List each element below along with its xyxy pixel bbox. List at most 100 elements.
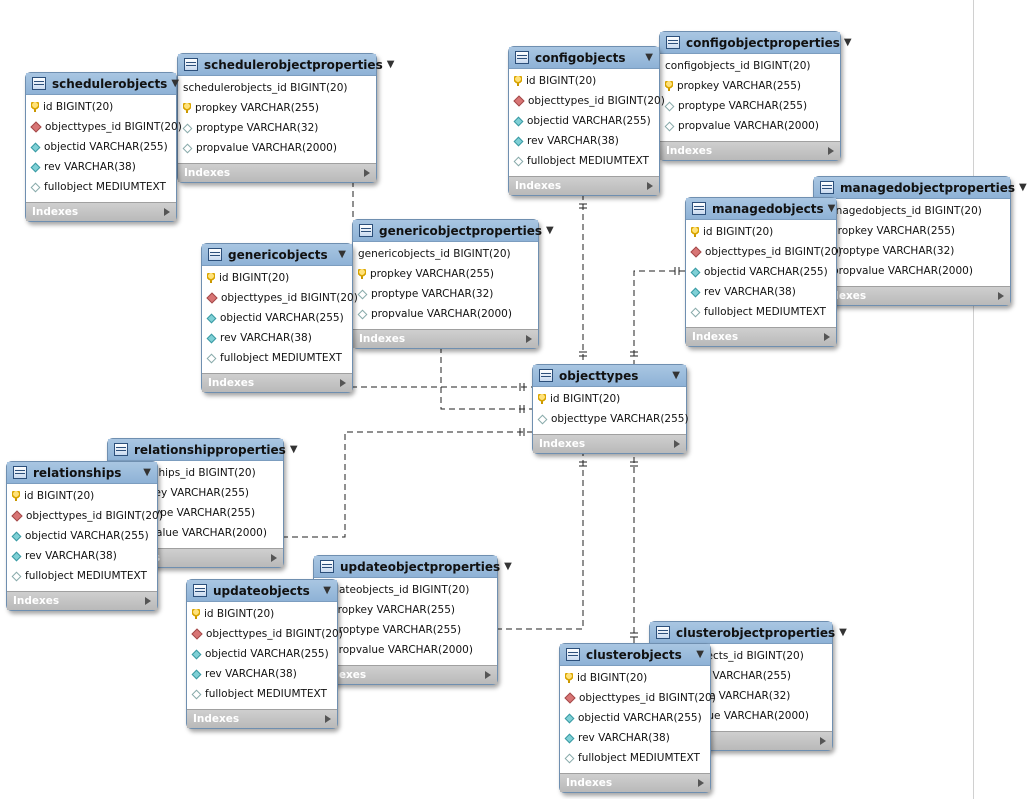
expand-arrow-icon[interactable]: [820, 737, 826, 745]
column-row[interactable]: propvalue VARCHAR(2000): [178, 138, 376, 158]
expand-arrow-icon[interactable]: [998, 292, 1004, 300]
expand-arrow-icon[interactable]: [698, 779, 704, 787]
expand-arrow-icon[interactable]: [164, 208, 170, 216]
expand-arrow-icon[interactable]: [485, 671, 491, 679]
column-row[interactable]: fullobject MEDIUMTEXT: [7, 566, 157, 586]
collapse-arrow-icon[interactable]: ▼: [672, 370, 680, 381]
column-row[interactable]: objecttypes_id BIGINT(20): [509, 91, 665, 111]
column-row[interactable]: rev VARCHAR(38): [26, 157, 176, 177]
table-header[interactable]: objecttypes▼: [533, 365, 686, 387]
column-row[interactable]: objectid VARCHAR(255): [202, 308, 352, 328]
collapse-arrow-icon[interactable]: ▼: [645, 52, 653, 63]
column-row[interactable]: propvalue VARCHAR(2000): [814, 261, 1010, 281]
column-row[interactable]: propkey VARCHAR(255): [660, 76, 840, 96]
column-row[interactable]: fullobject MEDIUMTEXT: [202, 348, 352, 368]
column-row[interactable]: rev VARCHAR(38): [202, 328, 352, 348]
column-row[interactable]: proptype VARCHAR(32): [178, 118, 376, 138]
column-row[interactable]: configobjects_id BIGINT(20): [660, 56, 840, 76]
expand-arrow-icon[interactable]: [145, 597, 151, 605]
table-header[interactable]: managedobjects▼: [686, 198, 836, 220]
column-row[interactable]: id BIGINT(20): [202, 268, 352, 288]
column-row[interactable]: propvalue VARCHAR(2000): [108, 523, 283, 543]
indexes-section[interactable]: Indexes: [314, 665, 497, 684]
table-managedobjectproperties[interactable]: managedobjectproperties▼managedobjects_i…: [813, 176, 1027, 306]
table-objecttypes[interactable]: objecttypes▼id BIGINT(20)objecttype VARC…: [532, 364, 689, 454]
table-header[interactable]: schedulerobjects▼: [26, 73, 179, 95]
expand-arrow-icon[interactable]: [674, 440, 680, 448]
indexes-section[interactable]: Indexes: [202, 373, 352, 392]
column-row[interactable]: proptype VARCHAR(32): [353, 284, 538, 304]
collapse-arrow-icon[interactable]: ▼: [338, 249, 346, 260]
table-header[interactable]: clusterobjectproperties▼: [650, 622, 847, 644]
table-header[interactable]: clusterobjects▼: [560, 644, 710, 666]
indexes-section[interactable]: Indexes: [187, 709, 337, 728]
table-configobjects[interactable]: configobjects▼id BIGINT(20)objecttypes_i…: [508, 46, 665, 196]
column-row[interactable]: id BIGINT(20): [7, 486, 157, 506]
indexes-section[interactable]: Indexes: [7, 591, 157, 610]
column-row[interactable]: fullobject MEDIUMTEXT: [187, 684, 337, 704]
table-schedulerobjectproperties[interactable]: schedulerobjectproperties▼schedulerobjec…: [177, 53, 394, 183]
expand-arrow-icon[interactable]: [824, 333, 830, 341]
column-row[interactable]: objectid VARCHAR(255): [560, 708, 710, 728]
table-updateobjects[interactable]: updateobjects▼id BIGINT(20)objecttypes_i…: [186, 579, 343, 729]
column-row[interactable]: propvalue VARCHAR(2000): [660, 116, 840, 136]
column-row[interactable]: managedobjects_id BIGINT(20): [814, 201, 1010, 221]
column-row[interactable]: objecttype VARCHAR(255): [533, 409, 689, 429]
table-header[interactable]: configobjects▼: [509, 47, 659, 69]
relationship-line[interactable]: [633, 270, 685, 364]
column-row[interactable]: propvalue VARCHAR(2000): [353, 304, 538, 324]
column-row[interactable]: objectid VARCHAR(255): [26, 137, 176, 157]
table-updateobjectproperties[interactable]: updateobjectproperties▼updateobjects_id …: [313, 555, 512, 685]
column-row[interactable]: rev VARCHAR(38): [509, 131, 659, 151]
column-row[interactable]: objecttypes_id BIGINT(20): [202, 288, 358, 308]
indexes-section[interactable]: Indexes: [533, 434, 686, 453]
column-row[interactable]: fullobject MEDIUMTEXT: [509, 151, 659, 171]
table-header[interactable]: updateobjects▼: [187, 580, 337, 602]
column-row[interactable]: fullobject MEDIUMTEXT: [26, 177, 176, 197]
column-row[interactable]: id BIGINT(20): [187, 604, 337, 624]
column-row[interactable]: objecttypes_id BIGINT(20): [187, 624, 343, 644]
expand-arrow-icon[interactable]: [340, 379, 346, 387]
collapse-arrow-icon[interactable]: ▼: [143, 467, 151, 478]
column-row[interactable]: objecttypes_id BIGINT(20): [560, 688, 716, 708]
column-row[interactable]: proptype VARCHAR(255): [660, 96, 840, 116]
column-row[interactable]: propkey VARCHAR(255): [314, 600, 497, 620]
column-row[interactable]: rev VARCHAR(38): [686, 282, 836, 302]
column-row[interactable]: rev VARCHAR(38): [7, 546, 157, 566]
collapse-arrow-icon[interactable]: ▼: [546, 225, 554, 236]
table-header[interactable]: relationshipproperties▼: [108, 439, 298, 461]
column-row[interactable]: id BIGINT(20): [533, 389, 686, 409]
column-row[interactable]: objectid VARCHAR(255): [509, 111, 659, 131]
collapse-arrow-icon[interactable]: ▼: [386, 59, 395, 70]
table-schedulerobjects[interactable]: schedulerobjects▼id BIGINT(20)objecttype…: [25, 72, 182, 222]
column-row[interactable]: id BIGINT(20): [560, 668, 710, 688]
column-row[interactable]: rev VARCHAR(38): [187, 664, 337, 684]
column-row[interactable]: proptype VARCHAR(32): [814, 241, 1010, 261]
indexes-section[interactable]: Indexes: [660, 141, 840, 160]
expand-arrow-icon[interactable]: [271, 554, 277, 562]
column-row[interactable]: propkey VARCHAR(255): [814, 221, 1010, 241]
column-row[interactable]: proptype VARCHAR(255): [314, 620, 497, 640]
table-clusterobjects[interactable]: clusterobjects▼id BIGINT(20)objecttypes_…: [559, 643, 716, 793]
column-row[interactable]: fullobject MEDIUMTEXT: [560, 748, 710, 768]
relationship-line[interactable]: [282, 431, 532, 538]
column-row[interactable]: objectid VARCHAR(255): [686, 262, 836, 282]
collapse-arrow-icon[interactable]: ▼: [1019, 182, 1027, 193]
column-row[interactable]: objectid VARCHAR(255): [187, 644, 337, 664]
table-relationships[interactable]: relationships▼id BIGINT(20)objecttypes_i…: [6, 461, 163, 611]
relationship-line[interactable]: [440, 347, 532, 410]
collapse-arrow-icon[interactable]: ▼: [323, 585, 331, 596]
collapse-arrow-icon[interactable]: ▼: [843, 37, 852, 48]
column-row[interactable]: propvalue VARCHAR(2000): [314, 640, 497, 660]
column-row[interactable]: objecttypes_id BIGINT(20): [26, 117, 182, 137]
collapse-arrow-icon[interactable]: ▼: [827, 203, 836, 214]
indexes-section[interactable]: Indexes: [26, 202, 176, 221]
table-header[interactable]: genericobjectproperties▼: [353, 220, 554, 242]
table-header[interactable]: schedulerobjectproperties▼: [178, 54, 394, 76]
table-genericobjects[interactable]: genericobjects▼id BIGINT(20)objecttypes_…: [201, 243, 358, 393]
relationship-line[interactable]: [496, 452, 584, 630]
collapse-arrow-icon[interactable]: ▼: [696, 649, 704, 660]
column-row[interactable]: genericobjects_id BIGINT(20): [353, 244, 538, 264]
expand-arrow-icon[interactable]: [364, 169, 370, 177]
indexes-section[interactable]: Indexes: [814, 286, 1010, 305]
